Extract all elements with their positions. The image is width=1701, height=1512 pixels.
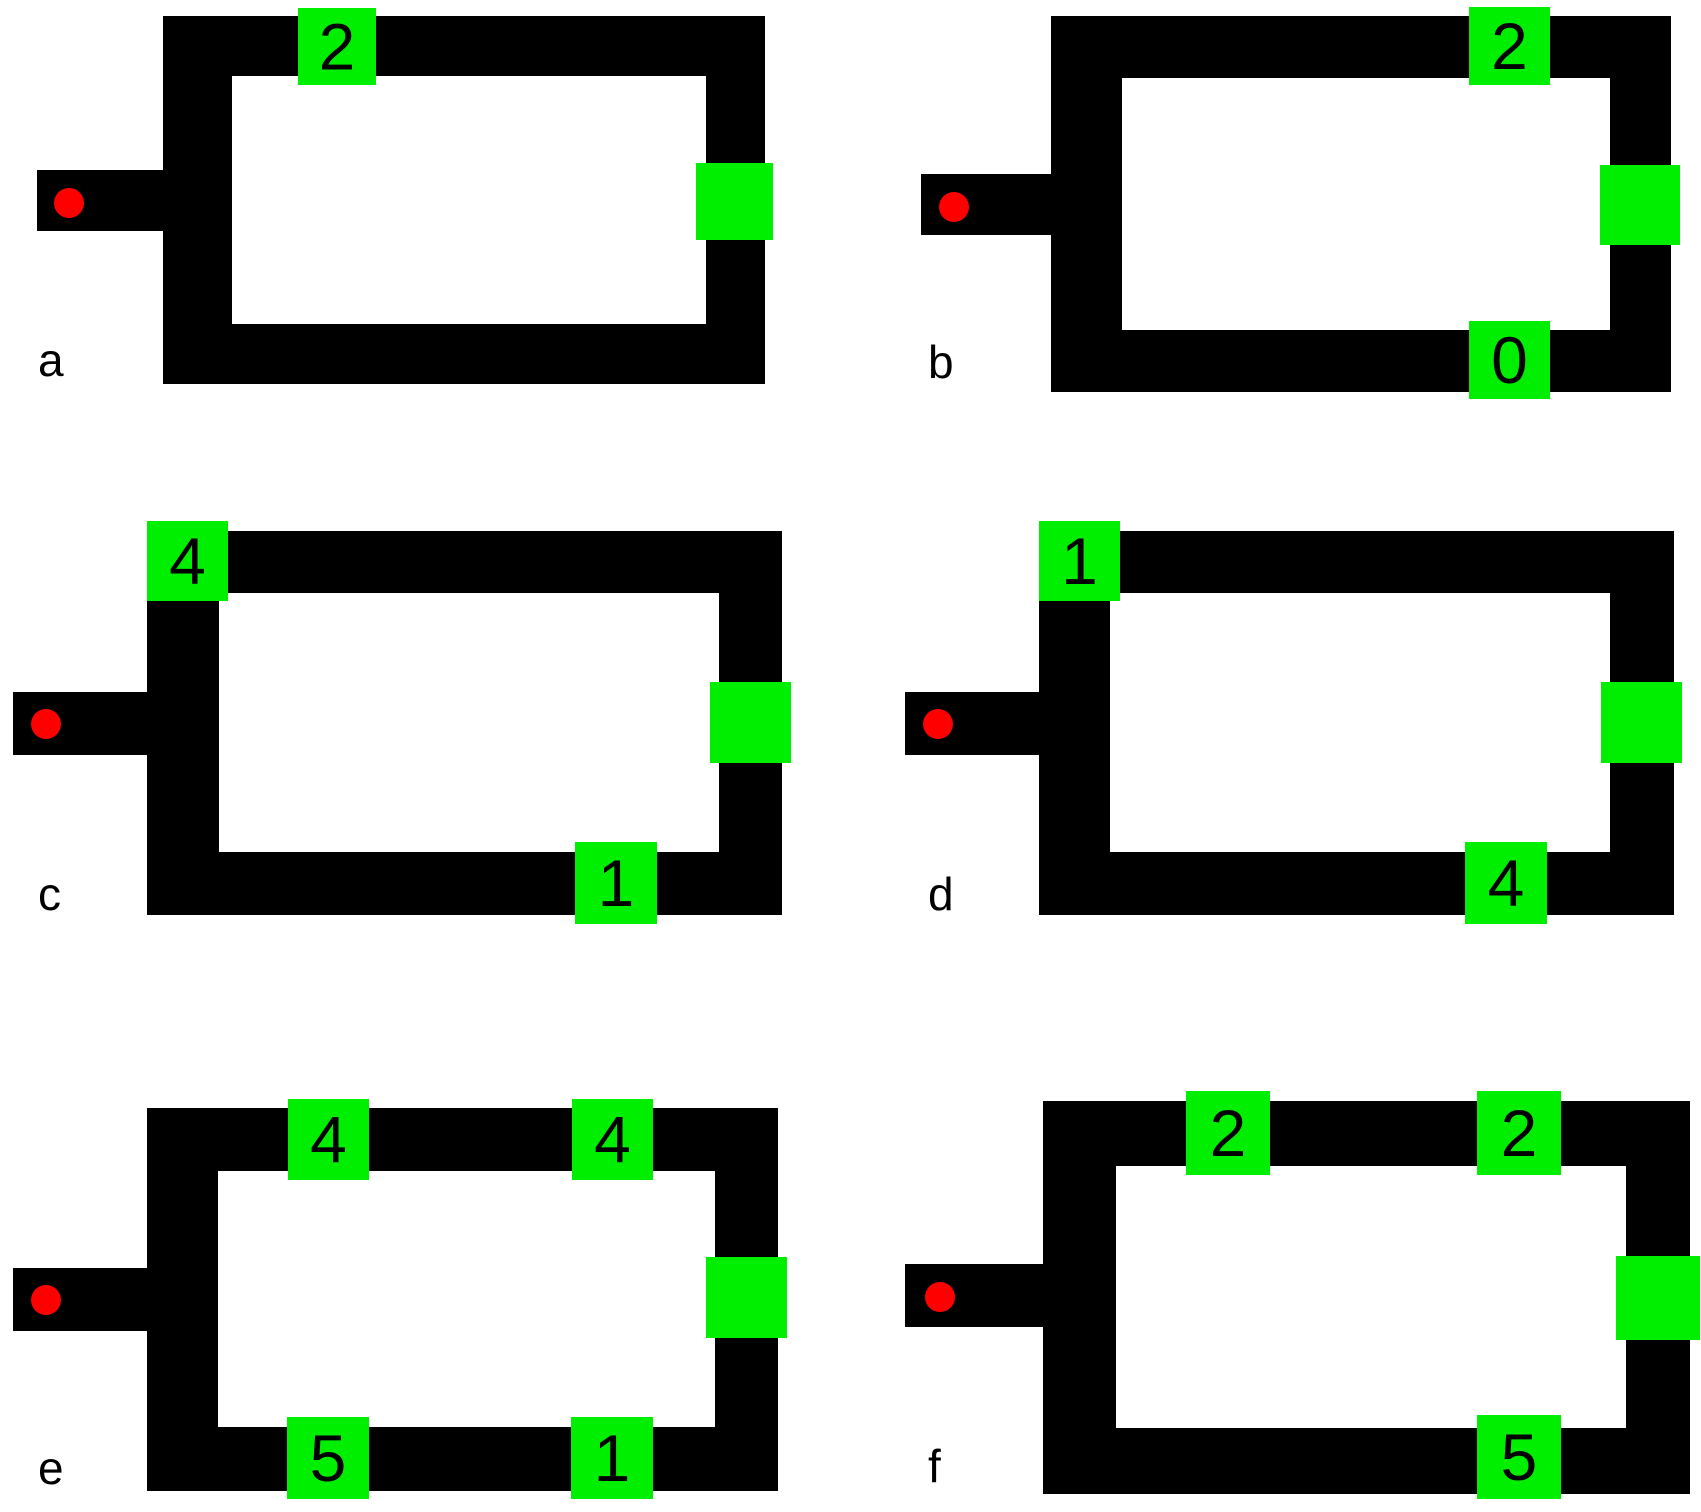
loop-interior xyxy=(232,76,706,324)
panel-c: 4 1 c xyxy=(13,521,791,924)
green-box xyxy=(287,1417,369,1499)
green-box xyxy=(1039,521,1120,601)
green-box xyxy=(710,682,791,763)
start-dot xyxy=(925,1282,955,1312)
number-box: 2 xyxy=(1186,1091,1270,1175)
box-number: 2 xyxy=(319,10,356,84)
green-box xyxy=(1600,165,1680,245)
panel-letter: a xyxy=(38,334,64,386)
box-number: 4 xyxy=(310,1103,347,1177)
goal-box xyxy=(1616,1256,1700,1340)
box-number: 5 xyxy=(1501,1420,1538,1494)
box-number: 1 xyxy=(1061,524,1098,598)
start-dot xyxy=(31,709,61,739)
green-box xyxy=(1477,1091,1561,1175)
loop-interior xyxy=(1110,593,1610,852)
loop-interior xyxy=(1116,1166,1626,1428)
panel-e: 4 4 5 1 e xyxy=(13,1099,787,1499)
box-number: 2 xyxy=(1501,1096,1538,1170)
loop-interior xyxy=(219,593,719,852)
goal-box xyxy=(1600,165,1680,245)
green-box xyxy=(575,842,657,924)
panel-letter: f xyxy=(928,1440,941,1492)
panel-d: 1 4 d xyxy=(905,521,1682,924)
green-box xyxy=(696,163,773,240)
panel-b: 2 0 b xyxy=(921,7,1680,399)
number-box: 2 xyxy=(1469,7,1550,85)
box-number: 1 xyxy=(594,1421,631,1495)
green-box xyxy=(147,521,228,601)
box-number: 2 xyxy=(1210,1096,1247,1170)
panel-letter: c xyxy=(38,868,61,920)
start-dot xyxy=(31,1285,61,1315)
number-box: 4 xyxy=(147,521,228,601)
start-dot xyxy=(923,709,953,739)
green-box xyxy=(1601,682,1682,763)
number-box: 1 xyxy=(1039,521,1120,601)
green-box xyxy=(1186,1091,1270,1175)
green-box xyxy=(571,1417,653,1499)
number-box: 2 xyxy=(1477,1091,1561,1175)
panel-a: 2a xyxy=(37,8,773,386)
green-box xyxy=(1477,1415,1561,1499)
goal-box xyxy=(696,163,773,240)
panel-letter: e xyxy=(38,1442,64,1494)
panel-letter: b xyxy=(928,336,954,388)
number-box: 1 xyxy=(571,1417,653,1499)
green-box xyxy=(1469,321,1550,399)
green-box xyxy=(706,1257,787,1338)
green-box xyxy=(1469,7,1550,85)
box-number: 4 xyxy=(169,524,206,598)
loop-interior xyxy=(218,1171,715,1427)
green-box xyxy=(1465,842,1547,924)
goal-box xyxy=(1601,682,1682,763)
box-number: 4 xyxy=(594,1103,631,1177)
number-box: 4 xyxy=(1465,842,1547,924)
number-box: 4 xyxy=(572,1099,653,1180)
start-dot xyxy=(939,192,969,222)
green-box xyxy=(1616,1256,1700,1340)
number-box: 0 xyxy=(1469,321,1550,399)
green-box xyxy=(298,8,376,85)
start-dot xyxy=(54,188,84,218)
number-box: 1 xyxy=(575,842,657,924)
number-box: 5 xyxy=(1477,1415,1561,1499)
goal-box xyxy=(710,682,791,763)
box-number: 0 xyxy=(1491,323,1528,397)
loop-interior xyxy=(1122,78,1610,330)
box-number: 4 xyxy=(1488,846,1525,920)
green-box xyxy=(288,1099,369,1180)
number-box: 2 xyxy=(298,8,376,85)
panel-letter: d xyxy=(928,868,954,920)
goal-box xyxy=(706,1257,787,1338)
panel-f: 2 2 5 f xyxy=(905,1091,1700,1499)
box-number: 2 xyxy=(1491,9,1528,83)
box-number: 1 xyxy=(598,846,635,920)
green-box xyxy=(572,1099,653,1180)
number-box: 5 xyxy=(287,1417,369,1499)
number-box: 4 xyxy=(288,1099,369,1180)
box-number: 5 xyxy=(310,1421,347,1495)
